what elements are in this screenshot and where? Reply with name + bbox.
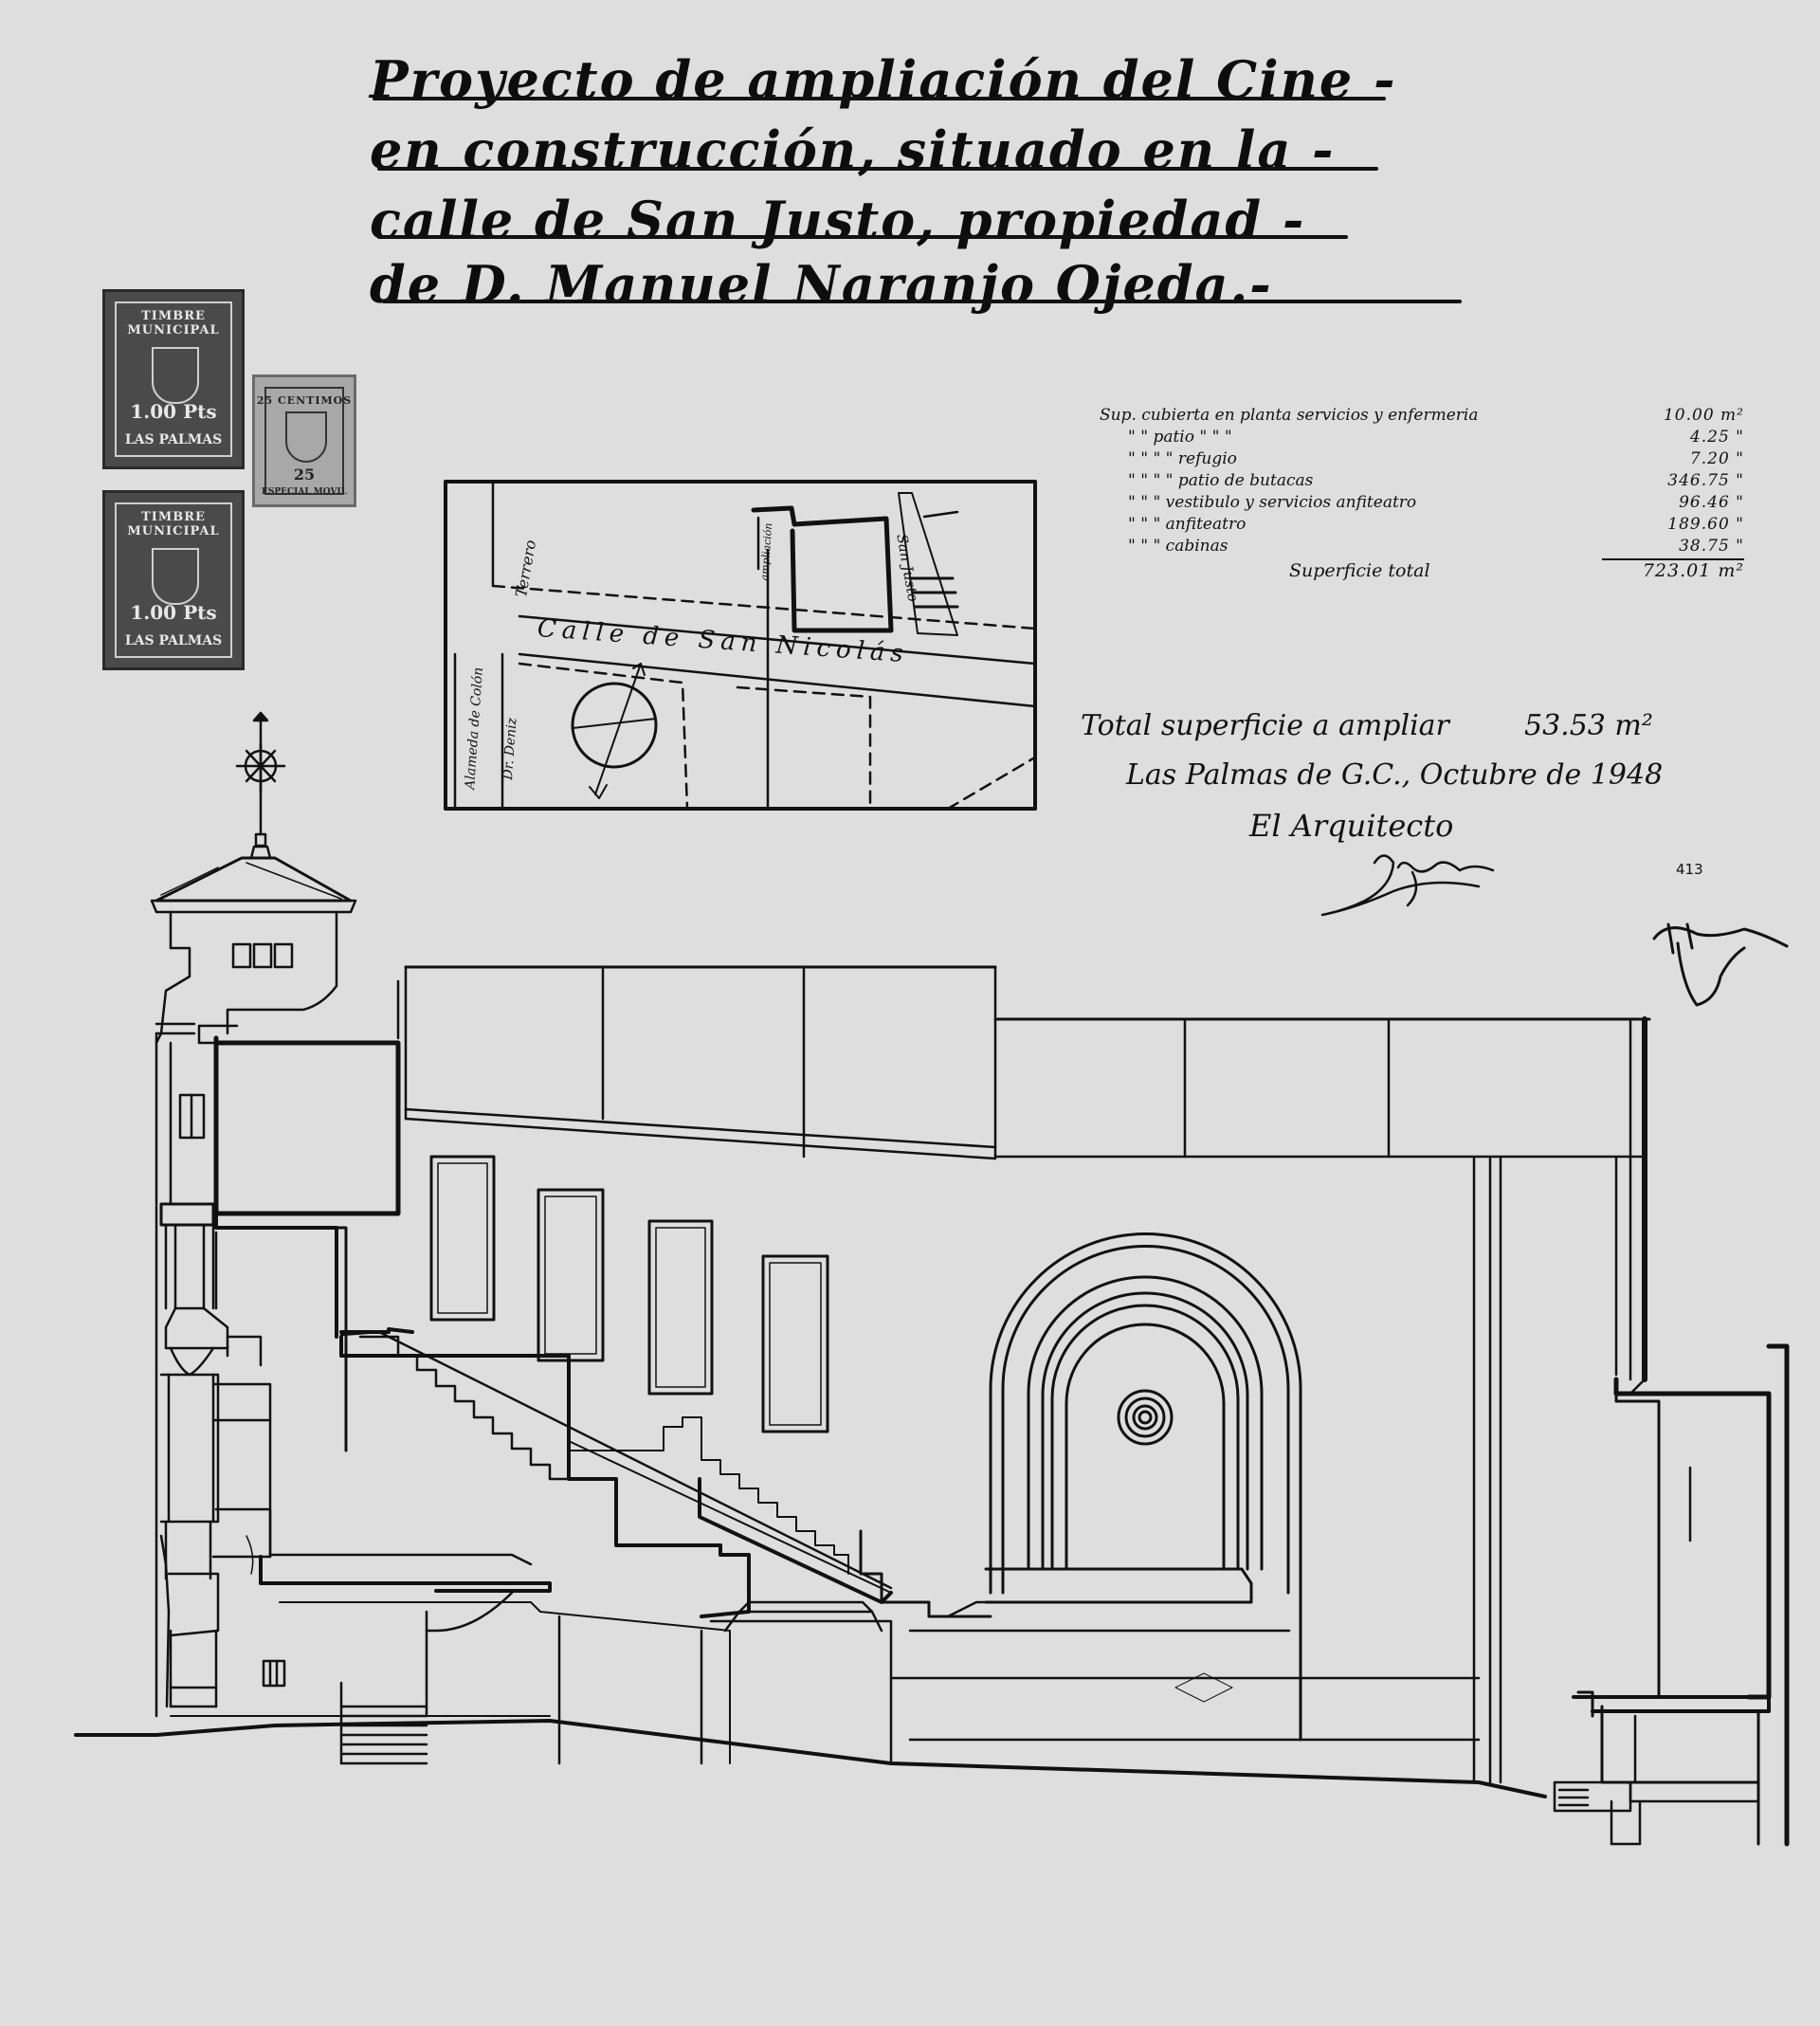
- surface-row: " " " cabinas 38.75 ": [1128, 537, 1744, 556]
- stamp-2-heading: 25 CENTIMOS: [256, 394, 353, 407]
- surface-row: " " " " refugio 7.20 ": [1128, 449, 1744, 468]
- surface-row: " " " anfiteatro 189.60 ": [1128, 515, 1744, 534]
- stamp-1-value: 1.00 Pts: [130, 400, 217, 423]
- municipal-stamp-2: TIMBRE MUNICIPAL 1.00 Pts LAS PALMAS: [102, 490, 245, 670]
- tower: [150, 711, 357, 1718]
- title-underlines: [373, 97, 1462, 303]
- municipal-stamp-1: TIMBRE MUNICIPAL 1.00 Pts LAS PALMAS: [102, 289, 245, 469]
- title-line-4: de D. Manuel Naranjo Ojeda.-: [370, 254, 1273, 315]
- arch: [984, 1232, 1302, 1742]
- site-plan: [444, 480, 1037, 811]
- stamp-1-heading: TIMBRE MUNICIPAL: [127, 309, 220, 338]
- windows: [429, 1155, 829, 1433]
- stamp-1-city: LAS PALMAS: [124, 432, 223, 447]
- fiscal-stamp: 25 CENTIMOS 25 ESPECIAL MOVIL: [252, 374, 356, 507]
- coat-of-arms-icon: [152, 347, 199, 404]
- ground-line: [74, 1672, 1547, 1798]
- total-label: Total superficie a ampliar: [1081, 709, 1449, 742]
- surface-total-row: Superficie total 723.01 m²: [1289, 560, 1744, 581]
- stamp-3-value: 1.00 Pts: [130, 601, 217, 624]
- right-rooms: [1553, 1343, 1790, 1847]
- architect-signature: [1320, 854, 1495, 917]
- coat-of-arms-icon: [285, 411, 327, 463]
- stamp-3-city: LAS PALMAS: [124, 633, 223, 648]
- title-line-3: calle de San Justo, propiedad -: [370, 190, 1306, 250]
- section-outline: [197, 965, 1651, 1784]
- surface-row: Sup. cubierta en planta servicios y enfe…: [1100, 406, 1744, 425]
- coat-of-arms-icon: [152, 548, 199, 605]
- surface-row: " " patio " " " 4.25 ": [1128, 428, 1744, 447]
- stamp-3-heading: TIMBRE MUNICIPAL: [127, 510, 220, 538]
- signature-title: El Arquitecto: [1249, 808, 1454, 844]
- place-date: Las Palmas de G.C., Octubre de 1948: [1126, 758, 1664, 792]
- stamp-2-city: ESPECIAL MOVIL: [262, 487, 347, 497]
- surface-row: " " " " patio de butacas 346.75 ": [1128, 471, 1744, 490]
- second-signature: [1652, 922, 1789, 1007]
- surfaces-table: Sup. cubierta en planta servicios y enfe…: [1100, 406, 1744, 582]
- stairs: [259, 1327, 1481, 1765]
- sheet-number: 413: [1676, 861, 1703, 878]
- surface-row: " " " vestibulo y servicios anfiteatro 9…: [1128, 493, 1744, 512]
- total-value: 53.53 m²: [1524, 709, 1653, 742]
- stamp-2-value: 25: [293, 465, 316, 484]
